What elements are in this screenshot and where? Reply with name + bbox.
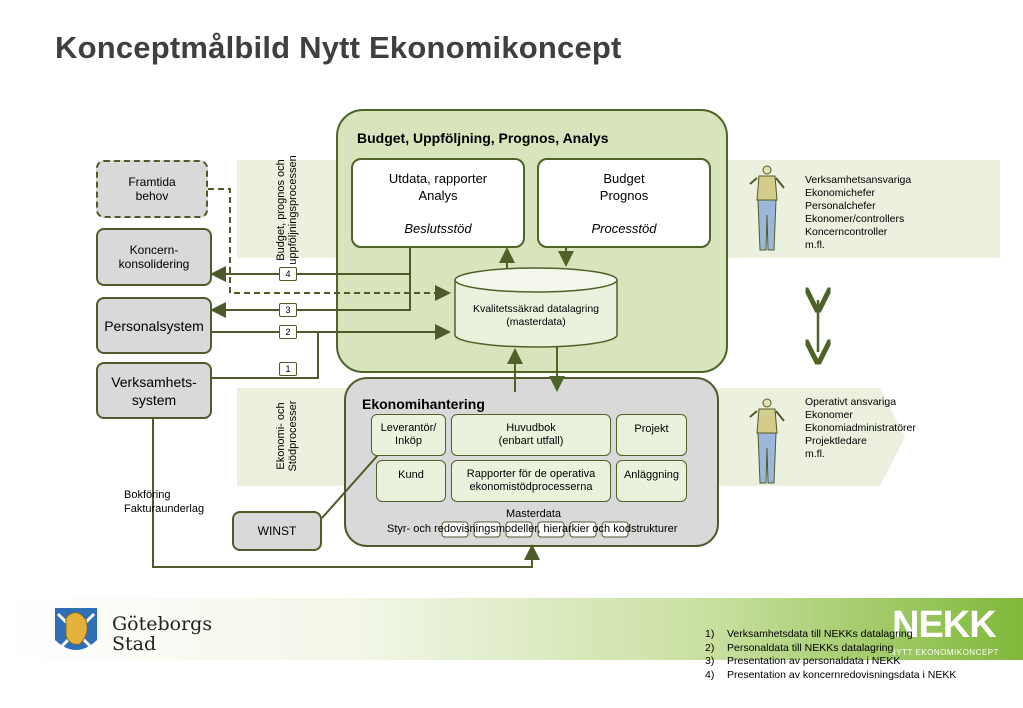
badge-2: 2 <box>279 325 297 339</box>
person-icon-bottom <box>749 398 785 484</box>
city-crest-icon <box>55 608 97 652</box>
projekt-label: Projekt <box>634 423 669 435</box>
cell-kund: Kund <box>376 460 446 502</box>
storage-line1: Kvalitetssäkrad datalagring <box>472 303 600 315</box>
budget-line2: Prognos <box>599 187 649 203</box>
storage-line2: (masterdata) <box>506 316 566 328</box>
winst-label: WINST <box>257 524 297 538</box>
storage-label: Kvalitetssäkrad datalagring (masterdata) <box>455 298 617 334</box>
page-title: Konceptmålbild Nytt Ekonomikoncept <box>55 30 622 65</box>
org-logo-line1: Göteborgs <box>112 613 213 635</box>
process-label-bottom: Ekonomi- och Stödprocesser <box>275 391 301 481</box>
masterdata-label: Masterdata <box>506 508 562 520</box>
anlaggning-label: Anläggning <box>623 469 680 481</box>
legend-text: Personaldata till NEKKs datalagring <box>727 641 894 654</box>
storage-cylinder <box>454 267 618 348</box>
badge-1: 1 <box>279 362 297 376</box>
legend-num: 4) <box>705 668 715 681</box>
masterdata-chips <box>441 521 629 538</box>
verksamhet-line2: system <box>131 391 177 408</box>
legend-text: Presentation av personaldata i NEKK <box>727 655 901 667</box>
persons-top-item: Ekonomichefer <box>805 187 876 199</box>
budget-area-title: Budget, Uppföljning, Prognos, Analys <box>357 130 609 146</box>
styr-label: Styr- och redovisningsmodeller, hierarki… <box>387 523 678 535</box>
personalsystem-box: Personalsystem <box>96 297 212 354</box>
legend: 1) Verksamhetsdata till NEKKs datalagring… <box>705 628 956 682</box>
org-logo-text: Göteborgs Stad <box>112 614 212 654</box>
legend-text: Presentation av koncernredovisningsdata … <box>727 668 957 681</box>
utdata-line1: Utdata, rapporter <box>388 170 488 186</box>
koncern-box: Koncern- konsolidering <box>96 228 212 286</box>
bokforing-line2: Fakturaunderlag <box>124 503 205 515</box>
org-logo-line2: Stad <box>112 633 157 655</box>
rapporter-line1: Rapporter för de operativa <box>466 468 596 480</box>
verksamhetssystem-box: Verksamhets- system <box>96 362 212 419</box>
legend-num: 2) <box>705 641 715 654</box>
utdata-line2: Analys <box>418 187 458 203</box>
process-label-top-line1: Budget, prognos och <box>275 159 287 261</box>
utdata-sub: Beslutsstöd <box>404 220 472 236</box>
legend-row: 4) Presentation av koncernredovisningsdat… <box>705 669 956 683</box>
cell-leverantor: Leverantör/ Inköp <box>371 414 446 456</box>
persons-top-item: m.fl. <box>805 239 825 251</box>
badge-4: 4 <box>279 267 297 281</box>
framtida-box: Framtida behov <box>96 160 208 218</box>
kund-label: Kund <box>398 469 424 481</box>
cell-rapporter: Rapporter för de operativa ekonomistödpr… <box>451 460 611 502</box>
persons-top-item: Koncerncontroller <box>805 226 888 238</box>
ekonomi-title: Ekonomihantering <box>362 396 485 412</box>
persons-bottom-item: m.fl. <box>805 448 825 460</box>
flow-winst <box>321 454 379 519</box>
koncern-line1: Koncern- <box>129 243 179 257</box>
legend-row: 1) Verksamhetsdata till NEKKs datalagring <box>705 628 956 642</box>
persons-bottom-item: Ekonomer <box>805 409 853 421</box>
process-label-bottom-line2: Stödprocesser <box>287 400 299 472</box>
rapporter-line2: ekonomistödprocesserna <box>469 481 593 493</box>
nekk-logo-sub: NYTT EKONOMIKONCEPT <box>890 648 999 657</box>
persons-top-item: Verksamhetsansvariga <box>805 174 912 186</box>
winst-box: WINST <box>232 511 322 551</box>
legend-num: 3) <box>705 655 715 667</box>
persons-bottom-item: Projektledare <box>805 435 867 447</box>
persons-bottom-list: Operativt ansvariga Ekonomer Ekonomiadmi… <box>805 396 916 461</box>
process-label-bottom-line1: Ekonomi- och <box>275 402 287 470</box>
budget-line1: Budget <box>603 170 645 186</box>
persons-bottom-item: Operativt ansvariga <box>805 396 897 408</box>
nekk-logo: NEKK <box>892 604 997 646</box>
budget-sub: Processtöd <box>591 220 657 236</box>
flow-bokforing <box>152 418 540 568</box>
huvudbok-line1: Huvudbok <box>506 422 556 434</box>
legend-text: Verksamhetsdata till NEKKs datalagring <box>727 628 913 640</box>
footer-band <box>0 598 1023 660</box>
flow-1 <box>212 332 319 379</box>
persons-top-item: Personalchefer <box>805 200 876 212</box>
process-label-top-line2: uppföljningsprocessen <box>287 155 299 265</box>
personalsystem-label: Personalsystem <box>104 317 204 334</box>
process-label-top: Budget, prognos och uppföljningsprocesse… <box>275 145 301 275</box>
persons-top-item: Ekonomer/controllers <box>805 213 905 225</box>
badge-3: 3 <box>279 303 297 317</box>
legend-row: 2) Personaldata till NEKKs datalagring <box>705 642 956 656</box>
budget-box: Budget Prognos Processtöd <box>537 158 711 248</box>
cell-anlaggning: Anläggning <box>616 460 687 502</box>
legend-row: 3) Presentation av personaldata i NEKK <box>705 655 956 669</box>
cell-projekt: Projekt <box>616 414 687 456</box>
cell-huvudbok: Huvudbok (enbart utfall) <box>451 414 611 456</box>
legend-num: 1) <box>705 628 715 640</box>
person-icon-top <box>749 165 785 251</box>
flow-framtida <box>208 188 451 301</box>
framtida-line1: Framtida <box>128 175 176 189</box>
leverantor-line2: Inköp <box>395 435 422 447</box>
persons-top-list: Verksamhetsansvariga Ekonomichefer Perso… <box>805 174 911 252</box>
leverantor-line1: Leverantör/ <box>380 422 437 434</box>
framtida-line2: behov <box>135 189 169 203</box>
persons-bottom-item: Ekonomiadministratörer <box>805 422 916 434</box>
koncern-line2: konsolidering <box>118 257 190 271</box>
huvudbok-line2: (enbart utfall) <box>498 435 564 447</box>
bokforing-line1: Bokföring <box>124 489 171 501</box>
verksamhet-line1: Verksamhets- <box>111 373 197 390</box>
utdata-box: Utdata, rapporter Analys Beslutsstöd <box>351 158 525 248</box>
bokforing-label: Bokföring Fakturaunderlag <box>124 488 204 516</box>
